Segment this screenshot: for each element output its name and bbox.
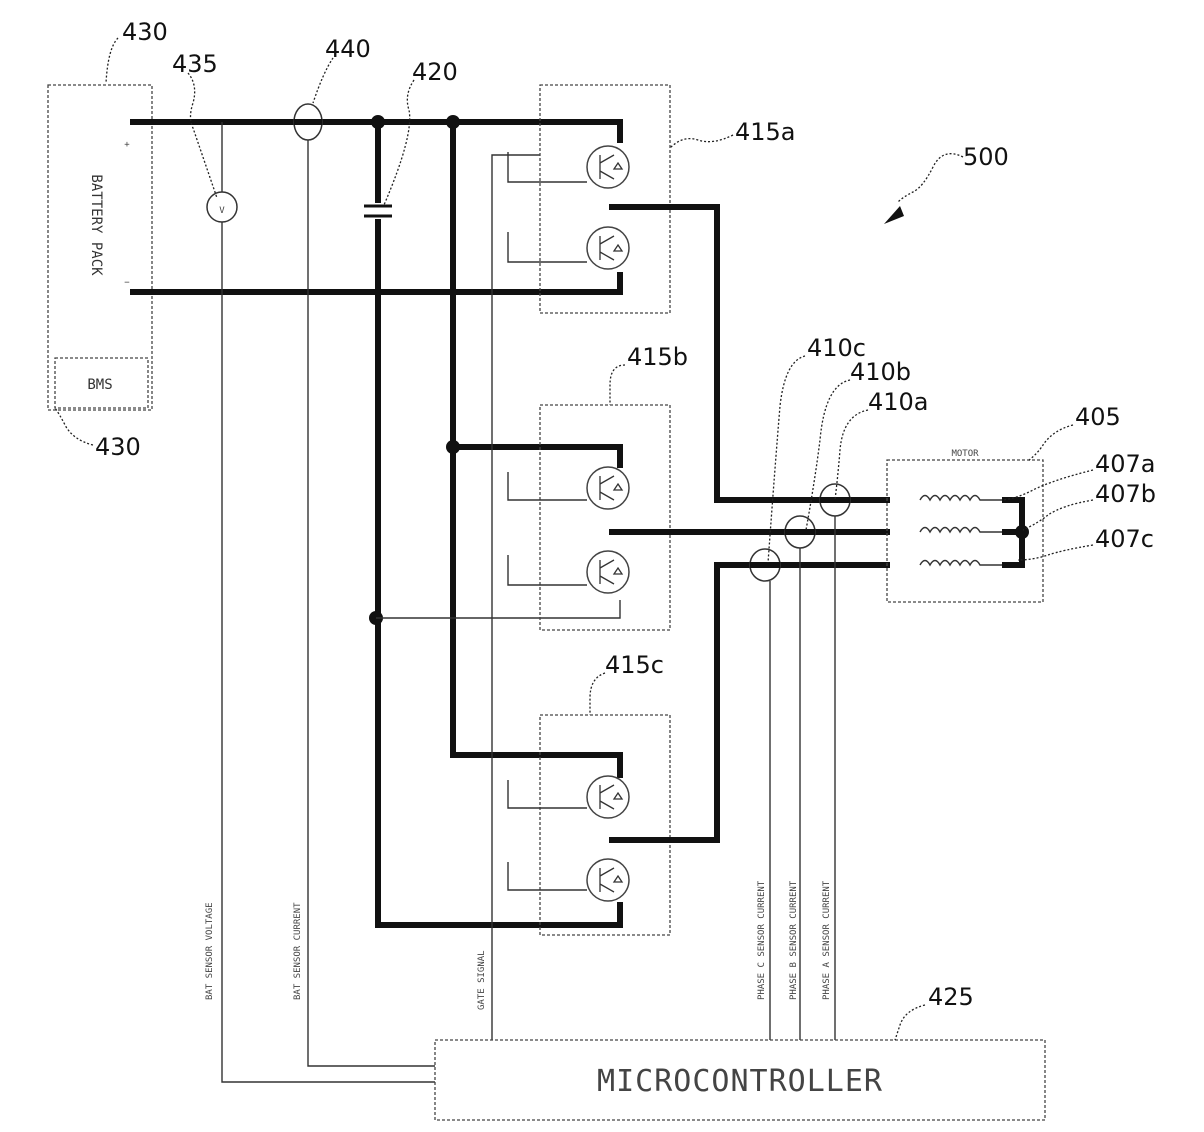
transistor-icon: [587, 776, 629, 818]
label-410a: 410a: [868, 388, 929, 416]
caption-phase-a: PHASE A SENSOR CURRENT: [822, 880, 832, 1000]
gate-link: [508, 780, 587, 808]
caption-phase-b: PHASE B SENSOR CURRENT: [789, 880, 799, 1000]
coil-c: [920, 561, 1005, 566]
negative-rail-vertical: [378, 222, 620, 925]
arrow-500-icon: [884, 206, 904, 224]
wire-captions: BAT SENSOR VOLTAGE BAT SENSOR CURRENT GA…: [205, 880, 832, 1010]
transistor-icon: [587, 146, 629, 188]
gate-link: [508, 232, 587, 262]
label-407a: 407a: [1095, 450, 1156, 478]
label-415a: 415a: [735, 118, 796, 146]
transistor-icon: [587, 467, 629, 509]
leader-415c: [590, 673, 605, 715]
dc-bus: [133, 115, 620, 925]
label-405: 405: [1075, 403, 1121, 431]
star-point-dot: [1015, 525, 1029, 539]
label-440: 440: [325, 35, 371, 63]
label-420: 420: [412, 58, 458, 86]
junction-dot: [371, 115, 385, 129]
capacitor: [364, 206, 392, 216]
junction-dot: [446, 115, 460, 129]
leader-430-top: [106, 38, 118, 83]
gate-link: [508, 472, 587, 500]
microcontroller: MICROCONTROLLER: [435, 1040, 1045, 1120]
caption-gate-signal: GATE SIGNAL: [477, 950, 487, 1010]
voltmeter: V: [207, 122, 435, 1082]
leader-425: [895, 1005, 925, 1040]
leader-407a: [1003, 470, 1093, 500]
switch-module-415b: [508, 405, 887, 630]
transistor-icon: [587, 551, 629, 593]
motor: MOTOR: [887, 449, 1043, 602]
gate-link: [508, 152, 587, 182]
phase-c-output: [612, 565, 887, 840]
gate-signal-wire: [492, 155, 540, 1040]
coil-a: [920, 496, 1005, 501]
label-500: 500: [963, 143, 1009, 171]
motor-title: MOTOR: [951, 449, 979, 459]
leader-500: [898, 154, 963, 202]
caption-voltage-sensor: BAT SENSOR VOLTAGE: [205, 902, 215, 1000]
leader-405: [1028, 425, 1073, 461]
label-415b: 415b: [627, 343, 688, 371]
caption-phase-c: PHASE C SENSOR CURRENT: [757, 880, 767, 1000]
leader-407c: [1018, 545, 1093, 560]
caption-current-sensor: BAT SENSOR CURRENT: [293, 902, 303, 1000]
label-407b: 407b: [1095, 480, 1156, 508]
voltage-sense-wire: [222, 222, 435, 1082]
label-410b: 410b: [850, 358, 911, 386]
gate-link: [508, 862, 587, 890]
leader-407b: [1023, 500, 1093, 530]
transistor-icon: [587, 859, 629, 901]
battery-plus-terminal: +: [124, 140, 130, 150]
switch-box-415c: [540, 715, 670, 935]
leader-440: [313, 58, 333, 103]
leader-420: [384, 80, 414, 205]
label-407c: 407c: [1095, 525, 1154, 553]
leader-415a: [670, 135, 733, 148]
gate-link: [508, 555, 587, 585]
leader-435: [188, 73, 217, 198]
battery-minus-terminal: −: [124, 278, 130, 288]
negative-link-415b: [376, 600, 620, 618]
leader-415b: [610, 365, 625, 405]
junction-dot: [446, 440, 460, 454]
battery-pack-label: BATTERY PACK: [88, 174, 104, 276]
switch-box-415b: [540, 405, 670, 630]
battery-pack: BMS BATTERY PACK + −: [48, 85, 152, 410]
microcontroller-label: MICROCONTROLLER: [597, 1064, 883, 1099]
label-435: 435: [172, 50, 218, 78]
coil-b: [920, 528, 1005, 533]
switch-module-415c: [508, 565, 887, 935]
label-430-top: 430: [122, 18, 168, 46]
label-415c: 415c: [605, 651, 664, 679]
transistor-icon: [587, 227, 629, 269]
bms-label: BMS: [87, 377, 112, 393]
dc-current-sensor: [294, 104, 435, 1066]
label-425: 425: [928, 983, 974, 1011]
leader-430-bottom: [55, 408, 93, 445]
positive-rail-to-415b: [453, 447, 620, 465]
voltmeter-symbol: V: [219, 206, 225, 216]
label-430-bottom: 430: [95, 433, 141, 461]
